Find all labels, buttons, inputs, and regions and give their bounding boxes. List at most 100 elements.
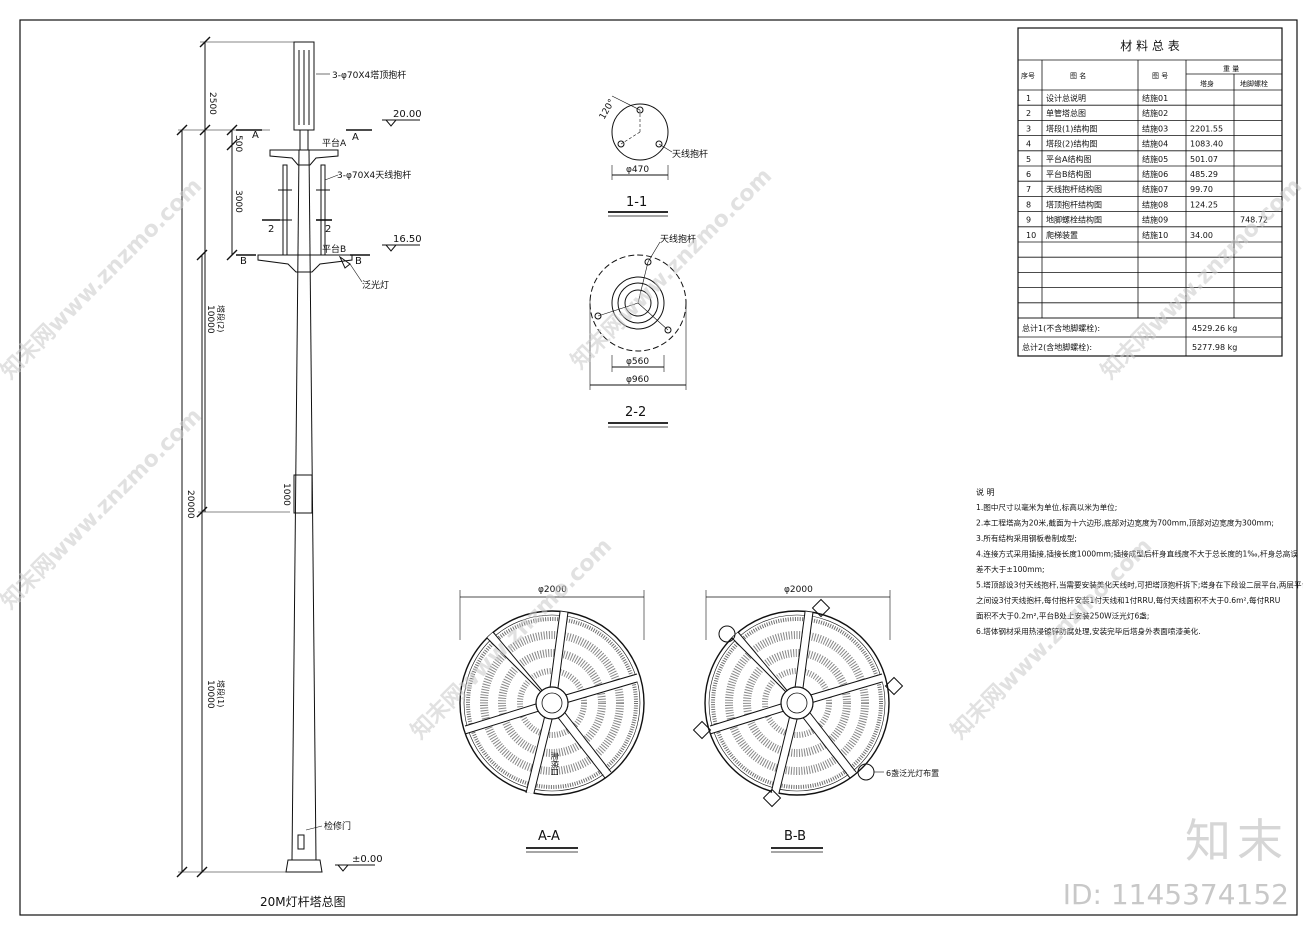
table-cell-no: 9 (1026, 216, 1031, 225)
notes-title: 说 明 (976, 487, 995, 497)
s11-angle: 120° (598, 98, 618, 122)
watermark-text: 知末网www.znzmo.com (566, 163, 777, 374)
watermark-text: 知末网www.znzmo.com (0, 173, 207, 384)
tower-elevation (176, 36, 420, 878)
table-cell-drawing: 结施10 (1142, 230, 1168, 240)
total1-label: 总计1(不含地脚螺栓): (1022, 323, 1100, 333)
cut-a-right: A (352, 132, 359, 143)
table-cell-name: 天线抱杆结构图 (1046, 184, 1102, 194)
table-cell-no: 6 (1026, 170, 1031, 179)
aa-label: 爬梯口 (550, 752, 560, 776)
label-section2: 塔段(2) (216, 305, 226, 332)
note-line: 面积不大于0.2m²,平台B处上安装250W泛光灯6盏; (976, 611, 1149, 621)
table-cell-tower: 2201.55 (1190, 124, 1223, 133)
design-notes: 说 明 1.图中尺寸以毫米为单位,标高以米为单位; 2.本工程塔高为20米,截面为… (976, 487, 1303, 636)
note-line: 2.本工程塔高为20米,截面为十六边形,底部对边宽度为700mm,顶部对边宽度为… (976, 518, 1274, 528)
watermark-layer: 知末网www.znzmo.com 知末网www.znzmo.com 知末网www… (0, 163, 1303, 744)
dim-top-mast: 2500 (207, 92, 217, 115)
table-cell-name: 塔段(1)结构图 (1046, 123, 1097, 133)
watermark-text: 知末网www.znzmo.com (0, 403, 207, 614)
table-cell-name: 地脚螺栓结构图 (1046, 215, 1102, 225)
s11-label: 天线抱杆 (672, 148, 708, 160)
dim-offset: 500 (233, 135, 243, 152)
s22-title: 2-2 (625, 405, 646, 420)
header-name: 图 名 (1070, 71, 1086, 80)
dim-section1: 10000 (205, 680, 215, 709)
table-cell-name: 平台A结构图 (1046, 154, 1091, 164)
table-cell-name: 平台B结构图 (1046, 169, 1092, 179)
dim-flange: 1000 (281, 483, 291, 506)
table-cell-no: 8 (1026, 200, 1031, 209)
bb-label: 6盏泛光灯布置 (886, 768, 939, 778)
bb-title: B-B (784, 829, 806, 844)
cut-2-left: 2 (268, 224, 274, 235)
cut-2-right: 2 (325, 224, 331, 235)
label-floodlight: 泛光灯 (362, 279, 389, 291)
note-line: 1.图中尺寸以毫米为单位,标高以米为单位; (976, 502, 1117, 512)
aa-title: A-A (538, 829, 560, 844)
header-anchor: 地脚螺栓 (1240, 79, 1268, 88)
table-cell-drawing: 结施04 (1142, 139, 1168, 149)
table-cell-drawing: 结施06 (1142, 169, 1168, 179)
tower-caption: 20M灯杆塔总图 (260, 895, 346, 909)
table-cell-name: 爬梯装置 (1046, 230, 1078, 240)
header-drawing: 图 号 (1152, 72, 1168, 80)
label-door: 检修门 (324, 820, 351, 832)
label-mast: 3-φ70X4塔顶抱杆 (332, 69, 406, 81)
table-cell-tower: 124.25 (1190, 200, 1218, 209)
s22-dim-inner: φ560 (626, 357, 649, 367)
section-2-2 (589, 241, 687, 428)
sheet-border (19, 19, 1298, 916)
cut-a-left: A (252, 130, 259, 141)
elev-base: ±0.00 (352, 854, 383, 865)
table-cell-tower: 1083.40 (1190, 140, 1223, 149)
note-line: 5.塔顶部设3付天线抱杆,当需要安装美化天线时,可把塔顶抱杆拆下;塔身在下段设二… (976, 580, 1303, 590)
floodlight-icons (692, 598, 904, 808)
label-platform-b: 平台B (322, 243, 346, 255)
total2-value: 5277.98 kg (1192, 343, 1237, 352)
table-cell-drawing: 结施01 (1142, 93, 1168, 103)
table-cell-drawing: 结施09 (1142, 215, 1168, 225)
aa-dim: φ2000 (538, 585, 567, 595)
plan-b-b (692, 590, 904, 853)
note-line: 之间设3付天线抱杆,每付抱杆安装1付天线和1付RRU,每付天线面积不大于0.6m… (976, 595, 1280, 605)
table-cell-tower: 485.29 (1190, 170, 1218, 179)
total1-value: 4529.26 kg (1192, 324, 1237, 333)
dim-section2: 10000 (205, 305, 215, 334)
table-cell-tower: 99.70 (1190, 185, 1213, 194)
table-cell-no: 3 (1026, 124, 1031, 133)
s11-dim: φ470 (626, 165, 649, 175)
table-cell-no: 4 (1026, 140, 1031, 149)
table-cell-drawing: 结施02 (1142, 108, 1168, 118)
plan-a-a (459, 590, 645, 853)
note-line: 6.塔体钢材采用热浸镀锌防腐处理,安装完毕后塔身外表面喷漆美化. (976, 626, 1201, 636)
bb-dim: φ2000 (784, 585, 813, 595)
table-cell-drawing: 结施07 (1142, 184, 1168, 194)
table-cell-no: 7 (1026, 185, 1031, 194)
label-antenna: 3-φ70X4天线抱杆 (337, 169, 411, 181)
table-cell-name: 塔顶抱杆结构图 (1046, 199, 1102, 209)
note-line: 4.连接方式采用插接,插接长度1000mm;插接成型后杆身直线度不大于总长度的1… (976, 549, 1298, 559)
table-cell-anchor: 748.72 (1240, 216, 1268, 225)
s22-label: 天线抱杆 (660, 233, 696, 245)
s11-title: 1-1 (626, 195, 647, 210)
header-weight: 重 量 (1223, 65, 1239, 73)
header-no: 序号 (1021, 71, 1035, 80)
cut-b-left: B (240, 256, 247, 267)
total2-label: 总计2(含地脚螺栓): (1022, 342, 1092, 352)
elev-top: 20.00 (393, 109, 422, 120)
table-cell-no: 5 (1026, 155, 1031, 164)
label-section1: 塔段(1) (216, 680, 226, 707)
table-cell-drawing: 结施08 (1142, 199, 1168, 209)
elev-mid: 16.50 (393, 234, 422, 245)
section-1-1 (608, 95, 673, 217)
table-cell-no: 1 (1026, 94, 1031, 103)
table-cell-drawing: 结施05 (1142, 154, 1168, 164)
dim-platform-gap: 3000 (233, 190, 243, 213)
tower-text: 2500 500 3000 20000 10000 塔段(2) 10000 塔段… (185, 69, 422, 909)
table-cell-tower: 34.00 (1190, 231, 1213, 240)
header-tower: 塔身 (1200, 79, 1214, 88)
s22-dim-outer: φ960 (626, 375, 649, 385)
image-id: ID: 1145374152 (1062, 878, 1289, 911)
